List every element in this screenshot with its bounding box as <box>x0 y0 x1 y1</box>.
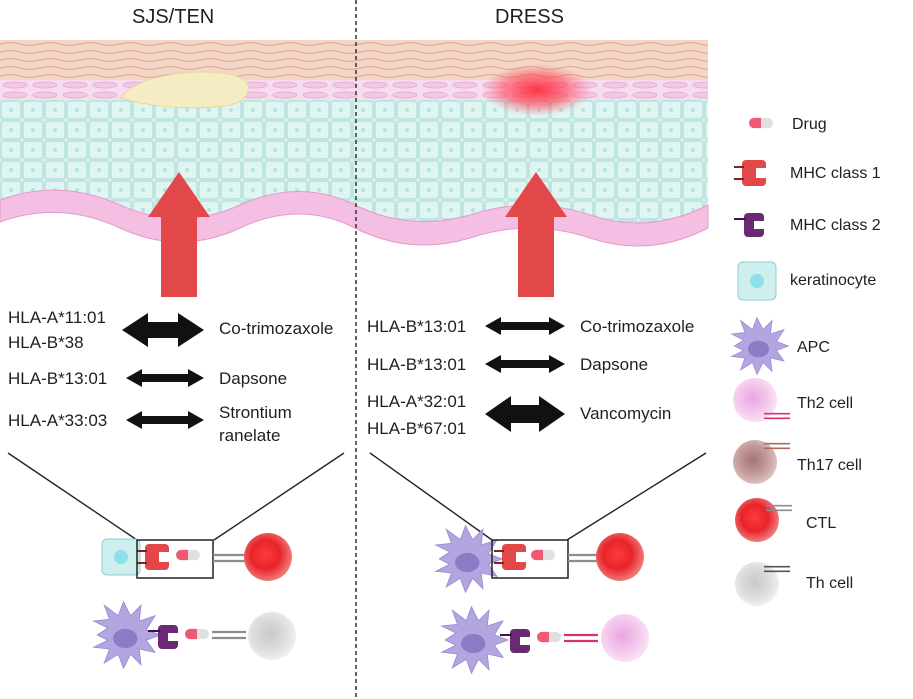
dress-apc-ctl-interaction <box>435 525 644 593</box>
zoom-box <box>136 539 214 579</box>
mhc-class-1-icon <box>494 543 529 571</box>
mhc-class-2-icon <box>734 212 767 238</box>
dress-inflammation <box>482 64 592 116</box>
zoom-lines <box>7 452 707 541</box>
sjs-keratinocyte-ctl-interaction <box>101 533 292 581</box>
ctl-cell-icon <box>244 533 292 581</box>
drug-label: Dapsone <box>580 355 649 374</box>
association-arrow <box>126 369 204 387</box>
legend-label-drug: Drug <box>792 116 827 133</box>
keratinocyte-icon <box>737 261 777 301</box>
th17-cell-icon <box>733 440 790 484</box>
drug-label: Co-trimozaxole <box>580 317 695 336</box>
legend-label-th: Th cell <box>806 575 854 592</box>
ctl-cell-icon <box>596 533 644 581</box>
ctl-cell-icon <box>735 498 792 542</box>
th-cell-icon <box>248 612 296 660</box>
mhc-class-1-icon <box>137 543 172 571</box>
dress-apc-th2-interaction <box>441 606 649 674</box>
epidermal-detachment-blister <box>119 71 249 109</box>
mhc-class-1-icon <box>734 159 769 187</box>
association-arrow <box>126 411 204 429</box>
hla-allele-label: HLA-B*13:01 <box>8 369 108 388</box>
th2-cell-icon <box>601 614 649 662</box>
hla-allele-label: HLA-B*13:01 <box>367 317 467 336</box>
legend-label-keratinocyte: keratinocyte <box>790 272 877 289</box>
sjs-apc-th-interaction <box>93 601 296 669</box>
drug-capsule-icon <box>537 631 561 643</box>
association-arrow <box>485 396 565 432</box>
skin-arrow-left <box>148 172 210 297</box>
drug-label: Dapsone <box>219 369 288 388</box>
granular-layer <box>0 80 708 102</box>
drug-capsule-icon <box>176 549 200 561</box>
panel-title-dress: DRESS <box>495 6 564 28</box>
panel-title-sjs-ten: SJS/TEN <box>132 6 215 28</box>
association-arrow <box>122 313 204 347</box>
legend-label-mhc-class-1: MHC class 1 <box>790 165 881 182</box>
drug-capsule-icon <box>749 117 773 129</box>
legend-label-apc: APC <box>797 339 830 356</box>
tcr-icon <box>212 630 246 640</box>
apc-cell-icon <box>731 317 789 375</box>
tcr-icon <box>564 633 598 643</box>
legend-label-mhc-class-2: MHC class 2 <box>790 217 881 234</box>
apc-cell-icon <box>441 606 509 674</box>
skin-tissue <box>0 40 709 247</box>
association-arrow <box>485 317 565 335</box>
tcr-icon <box>213 553 247 563</box>
drug-label: Strontium <box>219 403 292 422</box>
legend-label-th2: Th2 cell <box>797 395 854 412</box>
drug-label: Co-trimozaxole <box>219 319 334 338</box>
drug-label: ranelate <box>219 426 281 445</box>
drug-capsule-icon <box>531 549 555 561</box>
stratum-corneum <box>0 40 708 82</box>
hla-allele-label: HLA-A*33:03 <box>8 411 108 430</box>
hla-allele-label: HLA-B*38 <box>8 333 84 352</box>
zoom-box <box>491 539 569 579</box>
hla-allele-label: HLA-A*11:01 <box>8 308 106 327</box>
hla-allele-label: HLA-B*13:01 <box>367 355 467 374</box>
th-cell-icon <box>735 562 790 606</box>
drug-capsule-icon <box>185 628 209 640</box>
apc-cell-icon <box>93 601 161 669</box>
drug-label: Vancomycin <box>580 404 672 423</box>
hla-allele-label: HLA-B*67:01 <box>367 419 467 438</box>
hla-allele-label: HLA-A*32:01 <box>367 392 467 411</box>
association-arrow <box>485 355 565 373</box>
legend-label-th17: Th17 cell <box>797 457 862 474</box>
skin-arrow-right <box>505 172 567 297</box>
legend-label-ctl: CTL <box>806 515 837 532</box>
legend <box>731 117 792 606</box>
th2-cell-icon <box>733 378 790 422</box>
